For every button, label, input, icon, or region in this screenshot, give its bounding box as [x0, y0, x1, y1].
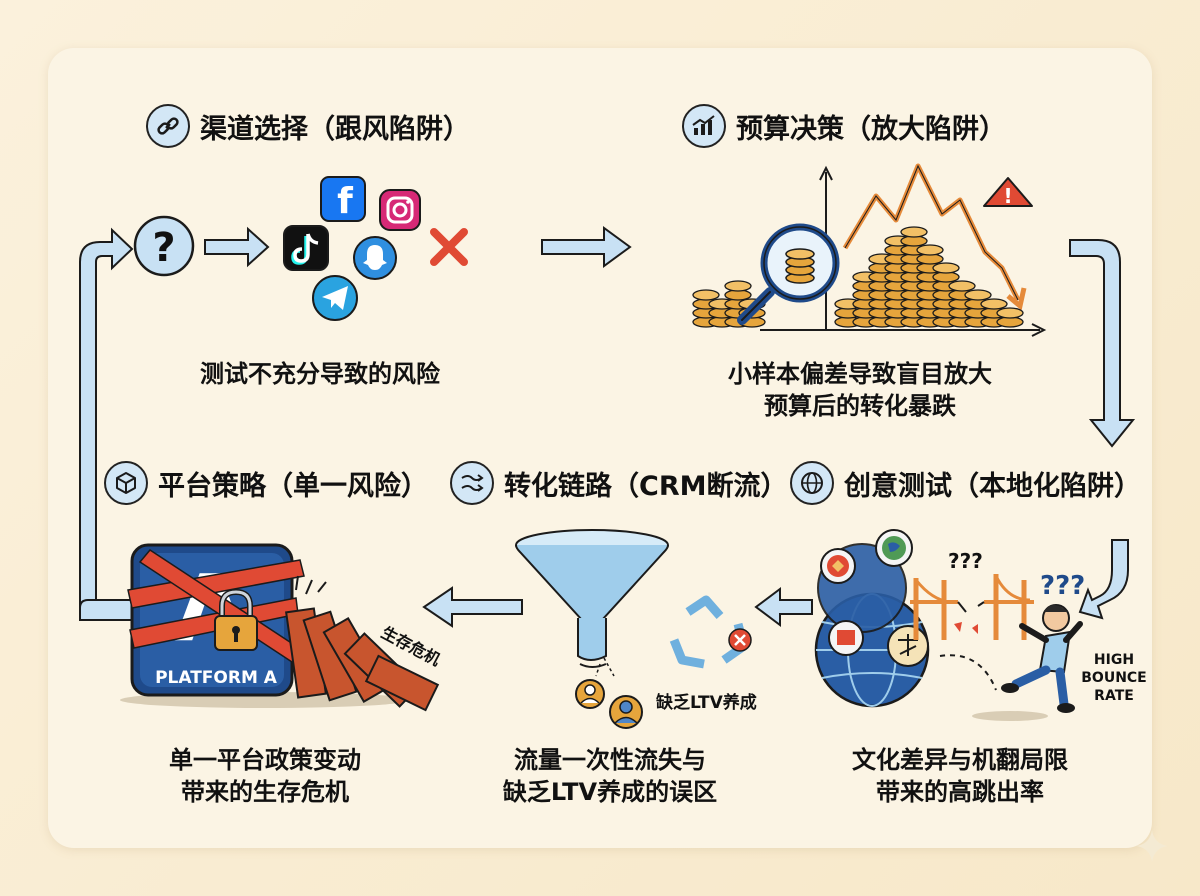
- loop-arrow-right: [1069, 239, 1136, 620]
- coin: [964, 289, 992, 301]
- question-marks-2: ???: [1040, 571, 1085, 601]
- instagram-icon: [379, 189, 421, 231]
- coin: [692, 289, 720, 301]
- creative-desc-line-1: 文化差异与机翻局限: [852, 746, 1068, 774]
- budget-desc-line-1: 小样本偏差导致盲目放大: [728, 360, 992, 388]
- platform-desc: 单一平台政策变动 带来的生存危机: [140, 744, 390, 808]
- platform-title-row: 平台策略（单一风险）: [104, 461, 428, 505]
- map-pin-icon-4: [887, 625, 929, 667]
- red-x-icon: [430, 228, 468, 266]
- ltv-label: 缺乏LTV养成: [656, 693, 757, 713]
- sparkle-icon: [1136, 830, 1168, 862]
- arrow-conversion-to-platform: [422, 586, 523, 628]
- svg-text:!: !: [1003, 184, 1012, 208]
- budget-desc-line-2: 预算后的转化暴跌: [764, 392, 956, 420]
- question-mark-icon: ?: [133, 215, 195, 277]
- coin: [980, 298, 1008, 310]
- map-pin-icon-1: [820, 548, 856, 584]
- platform-title: 平台策略（单一风险）: [158, 470, 428, 502]
- arrow-channel-to-budget: [541, 226, 632, 268]
- platform-desc-line-2: 带来的生存危机: [181, 778, 349, 806]
- facebook-icon: f: [320, 176, 366, 222]
- globe-icon: [790, 461, 834, 505]
- conversion-desc-line-2: 缺乏LTV养成的误区: [502, 778, 718, 806]
- question-marks-1: ???: [948, 549, 983, 573]
- bounce-line-2: BOUNCE: [1081, 670, 1147, 686]
- svg-text:f: f: [337, 181, 353, 222]
- coin: [996, 307, 1024, 319]
- platform-box-label: PLATFORM A: [155, 668, 278, 688]
- channel-desc-line: 测试不充分导致的风险: [200, 360, 440, 388]
- falling-person-icon: [939, 604, 1083, 721]
- map-pin-icon-3: [828, 620, 864, 656]
- bounce-line-3: RATE: [1094, 688, 1134, 704]
- creative-title: 创意测试（本地化陷阱）: [844, 470, 1141, 502]
- budget-desc: 小样本偏差导致盲目放大 预算后的转化暴跌: [700, 358, 1020, 422]
- channel-title: 渠道选择（跟风陷阱）: [200, 113, 470, 145]
- arrow-creative-to-conversion: [754, 587, 813, 627]
- snapchat-icon: [353, 236, 397, 280]
- bounce-line-1: HIGH: [1094, 652, 1134, 668]
- tiktok-icon: [283, 225, 329, 271]
- broken-bridge-icon: [910, 574, 1034, 640]
- map-pin-icon-2: [875, 529, 913, 567]
- creative-desc-line-2: 带来的高跳出率: [876, 778, 1044, 806]
- channel-desc: 测试不充分导致的风险: [150, 358, 490, 390]
- warning-icon: !: [983, 177, 1033, 208]
- coin: [900, 226, 928, 238]
- conversion-desc-line-1: 流量一次性流失与: [514, 746, 706, 774]
- svg-text:?: ?: [152, 225, 175, 271]
- user-avatar-icons: [575, 679, 643, 729]
- arrow-question-to-icons: [204, 226, 270, 268]
- creative-desc: 文化差异与机翻局限 带来的高跳出率: [820, 744, 1100, 808]
- conversion-title-row: 转化链路（CRM断流）: [450, 461, 787, 505]
- recycle-icon: [669, 595, 752, 669]
- budget-title-row: 预算决策（放大陷阱）: [682, 104, 1006, 148]
- domino-blocks: [285, 575, 440, 712]
- coin: [948, 280, 976, 292]
- flow-icon: [450, 461, 494, 505]
- channel-title-row: 渠道选择（跟风陷阱）: [146, 104, 470, 148]
- creative-title-row: 创意测试（本地化陷阱）: [790, 461, 1141, 505]
- loop-arrow-left: [79, 227, 134, 621]
- funnel-icon: [515, 529, 669, 677]
- coin: [932, 262, 960, 274]
- conversion-desc: 流量一次性流失与 缺乏LTV养成的误区: [470, 744, 750, 808]
- conversion-title: 转化链路（CRM断流）: [504, 470, 788, 502]
- link-icon: [146, 104, 190, 148]
- budget-title: 预算决策（放大陷阱）: [736, 113, 1006, 145]
- magnifier-icon: [737, 223, 840, 325]
- cube-icon: [104, 461, 148, 505]
- diagram-panel: [48, 48, 1152, 848]
- high-bounce-rate-text: HIGH BOUNCE RATE: [1081, 652, 1147, 704]
- chart-icon: [682, 104, 726, 148]
- coin-stacks: [692, 226, 1024, 328]
- coin: [724, 280, 752, 292]
- telegram-icon: [312, 275, 358, 321]
- coin: [916, 244, 944, 256]
- padlock-icon: [214, 588, 258, 651]
- platform-desc-line-1: 单一平台政策变动: [169, 746, 361, 774]
